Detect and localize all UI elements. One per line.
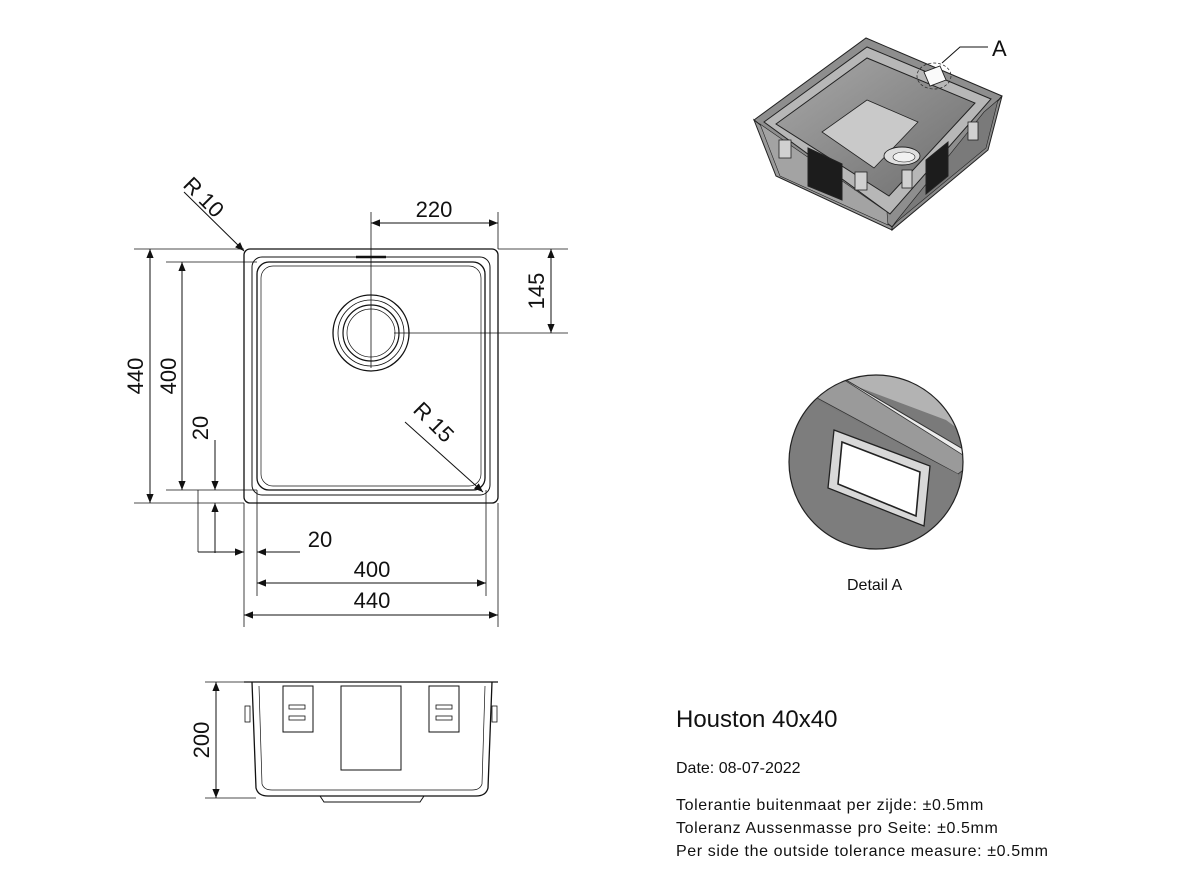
detail-callout-leader: [941, 46, 988, 64]
mounting-clip-right: [428, 685, 460, 733]
iso-detail-marker: [916, 62, 952, 90]
detail-overflow-opening: [837, 440, 921, 518]
dimension-lines: [146, 191, 555, 619]
detail-a-label: Detail A: [847, 577, 903, 594]
radius-outer-leader: [183, 191, 245, 252]
tolerance-german: Toleranz Aussenmasse pro Seite: ±0.5mm: [676, 820, 999, 837]
extension-lines: [134, 212, 568, 627]
detail-a-view: [788, 374, 964, 550]
dim-inner-width-label: 400: [354, 557, 391, 582]
tolerance-english: Per side the outside tolerance measure: …: [676, 843, 1049, 860]
iso-bowl-floor: [821, 99, 919, 169]
mounting-clip-left: [282, 685, 314, 733]
dim-rim-vertical-label: 20: [188, 416, 213, 440]
side-drain-bottom: [319, 795, 425, 803]
dim-inner-height-label: 400: [156, 358, 181, 395]
side-tab-right: [491, 705, 498, 723]
side-extension-lines: [205, 681, 256, 799]
radius-inner-label: R 15: [408, 397, 459, 448]
iso-drain-panel-left: [807, 147, 843, 201]
isometric-view: [752, 37, 1003, 232]
dim-outer-width-label: 440: [354, 588, 391, 613]
tolerance-dutch: Tolerantie buitenmaat per zijde: ±0.5mm: [676, 797, 984, 814]
dim-outer-height-label: 440: [123, 358, 148, 395]
dimension-labels: 220 145 440 400 20 20 400 440 R 10 R 15: [123, 172, 549, 613]
side-bowl-outline: [251, 681, 493, 797]
iso-overflow-slot: [923, 65, 947, 87]
dim-drain-y-label: 145: [524, 273, 549, 310]
iso-clip-1: [778, 139, 792, 159]
iso-clip-3: [901, 169, 913, 189]
iso-clip-4: [967, 121, 979, 141]
side-bowl-inner-line: [258, 685, 486, 791]
side-drain-panel: [340, 685, 402, 771]
dim-rim-horizontal-label: 20: [308, 527, 332, 552]
iso-clip-2: [854, 171, 868, 191]
iso-drain-panel-right: [925, 140, 949, 196]
detail-callout-letter: A: [992, 36, 1007, 61]
dim-drain-x-label: 220: [416, 197, 453, 222]
radius-inner-leader: [404, 421, 484, 493]
product-title: Houston 40x40: [676, 706, 838, 733]
radius-outer-label: R 10: [178, 172, 229, 223]
dim-depth-label: 200: [189, 722, 214, 759]
side-tab-left: [244, 705, 251, 723]
side-view: [244, 681, 498, 803]
drawing-date: Date: 08-07-2022: [676, 760, 801, 777]
